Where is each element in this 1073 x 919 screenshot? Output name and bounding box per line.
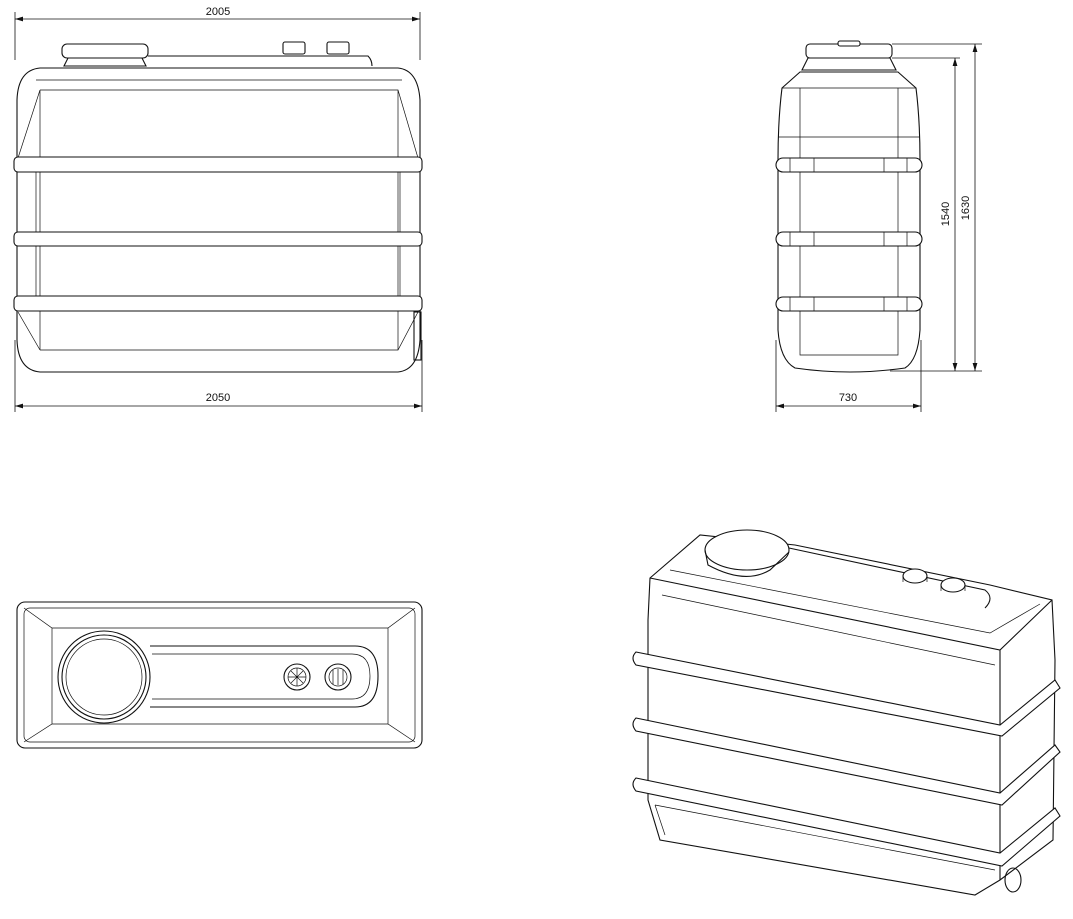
port-icon: [902, 568, 928, 584]
isometric-view: [632, 529, 1061, 896]
dimension-label: 1540: [940, 202, 952, 226]
dimension-label: 1630: [960, 196, 972, 220]
dimension-label: 2050: [206, 392, 230, 404]
dimension-label: 730: [839, 392, 857, 404]
top-view: [16, 601, 423, 749]
port-icon: [282, 41, 306, 55]
front-view: 2005 2050: [13, 6, 423, 412]
dimension-label: 2005: [206, 6, 230, 18]
side-view: 1540 1630 730: [775, 40, 982, 412]
port-icon: [940, 577, 966, 593]
port-icon: [326, 41, 350, 55]
port-icon: [324, 663, 352, 691]
port-icon: [283, 663, 311, 691]
port-icon: [837, 40, 861, 47]
